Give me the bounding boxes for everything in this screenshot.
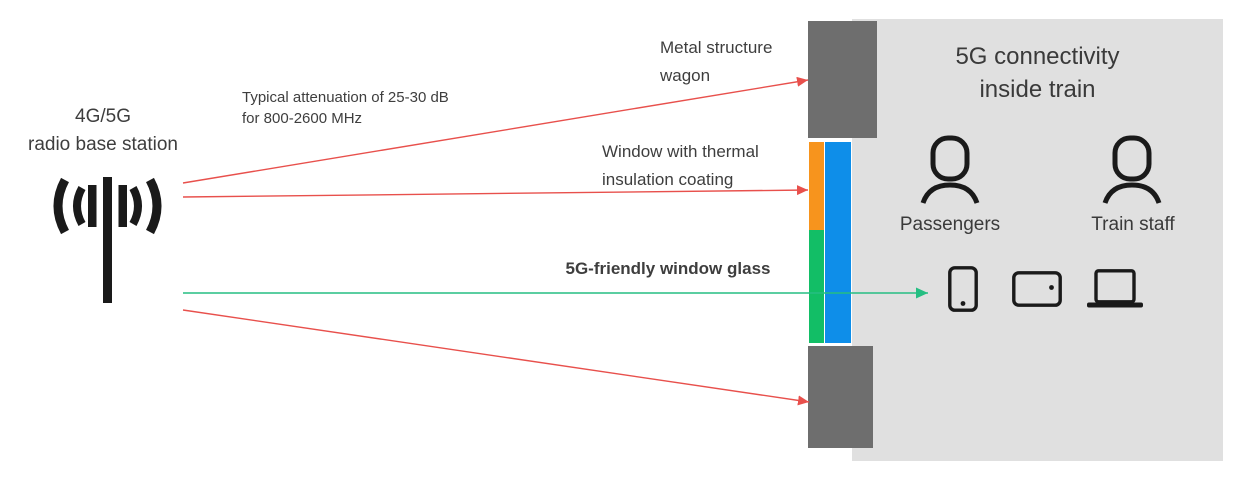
- train-title-line1: 5G connectivity: [955, 43, 1120, 70]
- window-glass-strip: [825, 142, 851, 343]
- base-station-label: 4G/5G radio base station: [5, 103, 201, 159]
- metal-wall-bottom: [808, 346, 873, 448]
- signal-arrow-thermal-window: [182, 185, 809, 198]
- attenuation-note-line2: for 800-2600 MHz: [242, 110, 363, 127]
- thermal-window-label-line2: insulation coating: [602, 170, 734, 189]
- signal-arrow-metal-top: [182, 76, 809, 184]
- metal-structure-label-line1: Metal structure: [660, 38, 773, 57]
- tablet-icon: [1012, 271, 1062, 307]
- thermal-window-label-line1: Window with thermal: [602, 142, 759, 161]
- metal-structure-label: Metal structure wagon: [660, 34, 772, 90]
- cell-tower-icon: [53, 177, 162, 303]
- metal-structure-label-line2: wagon: [660, 66, 711, 85]
- thermal-window-label: Window with thermal insulation coating: [602, 138, 759, 194]
- friendly-glass-strip: [809, 230, 824, 343]
- passengers-label: Passengers: [899, 214, 1001, 235]
- person-icon: [920, 135, 980, 204]
- train-connectivity-title: 5G connectivity inside train: [897, 40, 1178, 106]
- smartphone-icon: [948, 266, 978, 312]
- friendly-glass-label: 5G-friendly window glass: [565, 259, 771, 278]
- thermal-coating-strip: [809, 142, 824, 230]
- train-staff-label: Train staff: [1091, 214, 1175, 235]
- train-interior-body: [852, 19, 1223, 461]
- base-station-label-line1: 4G/5G: [75, 106, 131, 127]
- laptop-icon: [1087, 269, 1143, 308]
- person-icon: [1102, 135, 1162, 204]
- attenuation-note-line1: Typical attenuation of 25-30 dB: [242, 89, 449, 106]
- metal-wall-top: [808, 21, 877, 138]
- signal-arrow-metal-bottom: [182, 309, 810, 406]
- attenuation-note: Typical attenuation of 25-30 dB for 800-…: [242, 87, 449, 129]
- train-title-line2: inside train: [979, 76, 1096, 103]
- base-station-label-line2: radio base station: [28, 134, 178, 155]
